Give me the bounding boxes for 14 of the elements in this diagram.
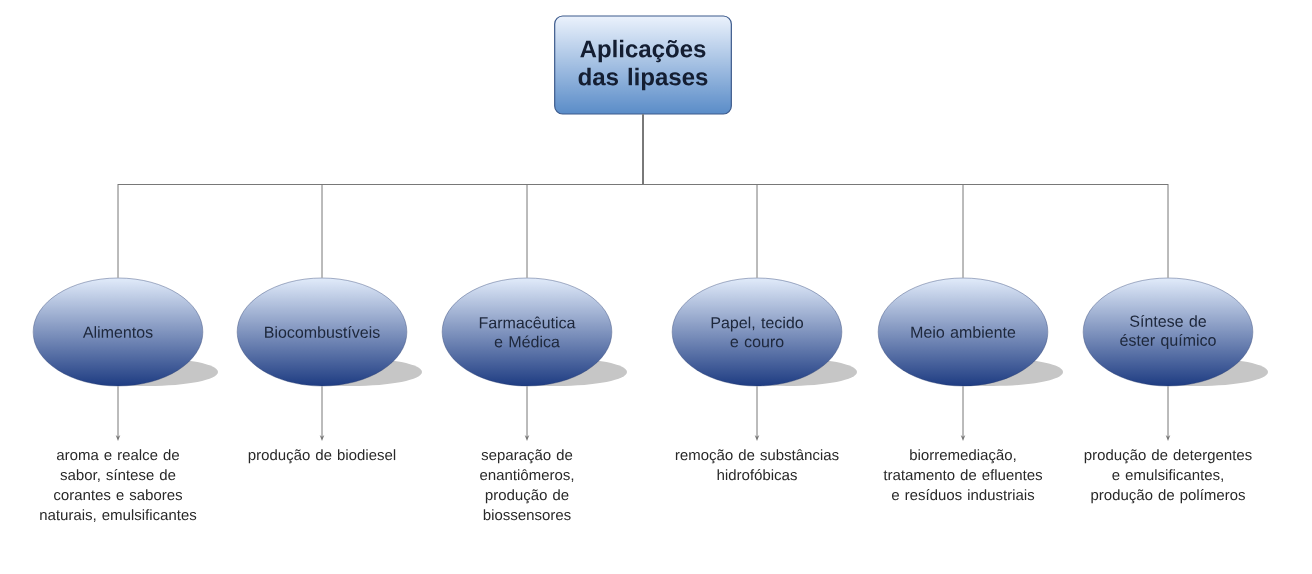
arrow xyxy=(1166,385,1170,441)
connector-line xyxy=(642,114,1169,279)
arrow xyxy=(320,385,324,441)
description-text: aroma e realce de sabor, síntese de corantes e sabores naturais, emulsificantes xyxy=(40,449,197,522)
arrow xyxy=(116,385,120,441)
title-box: Aplicações das lipases xyxy=(554,15,732,115)
description-text: remoção de substâncias hidrofóbicas xyxy=(675,449,839,481)
arrow xyxy=(961,385,965,441)
description-text: biorremediação, tratamento de efluentes e resíduos industriais xyxy=(883,449,1043,501)
description-text: produção de biodiesel xyxy=(248,449,396,464)
arrow xyxy=(755,385,759,441)
description-text: separação de enantiômeros, produção de biossensores xyxy=(480,449,574,521)
arrow xyxy=(525,385,529,441)
description-text: produção de detergentes e emulsificantes, produção de polímeros xyxy=(1084,449,1252,504)
